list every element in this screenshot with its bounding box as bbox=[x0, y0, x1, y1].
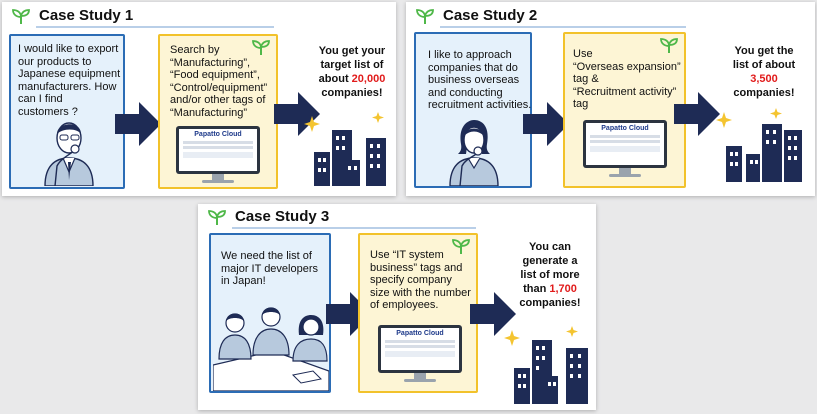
sprout-logo-icon bbox=[252, 40, 270, 55]
arrow-right-icon bbox=[470, 292, 516, 336]
result-count: 20,000 bbox=[351, 73, 386, 85]
arrow-right-icon bbox=[523, 102, 569, 146]
sprout-logo-icon bbox=[416, 8, 434, 24]
result-text: You can generate a list of more than 1,7… bbox=[519, 241, 581, 309]
sprout-logo-icon bbox=[12, 8, 30, 24]
laptop-screen-icon: Papatto Cloud bbox=[583, 120, 667, 178]
search-action-text: Use “IT system business” tags and specif… bbox=[370, 249, 471, 311]
case-study-1-title: Case Study 1 bbox=[39, 7, 134, 24]
thinking-woman-icon bbox=[449, 120, 499, 186]
case-study-3-title: Case Study 3 bbox=[235, 208, 330, 225]
case-study-3-heading: Case Study 3 bbox=[206, 208, 329, 225]
search-action-box: Use “IT system business” tags and specif… bbox=[358, 233, 478, 393]
sprout-logo-icon bbox=[660, 38, 678, 53]
customer-need-box: I would like to export our products to J… bbox=[9, 34, 125, 189]
sprout-logo-icon bbox=[208, 209, 226, 225]
laptop-screen-icon: Papatto Cloud bbox=[176, 126, 260, 184]
title-underline bbox=[232, 227, 476, 229]
arrow-right-icon bbox=[115, 102, 161, 146]
search-action-box: Use “Overseas expansion” tag & “Recruitm… bbox=[563, 32, 686, 188]
app-logo-text: Papatto Cloud bbox=[194, 131, 242, 138]
customer-need-text: I like to approach companies that do bus… bbox=[428, 49, 532, 111]
office-buildings-icon bbox=[716, 108, 802, 182]
case-study-1-heading: Case Study 1 bbox=[10, 7, 133, 24]
office-buildings-icon bbox=[504, 326, 588, 404]
thinking-man-icon bbox=[44, 122, 94, 186]
search-action-box: Search by “Manufacturing”, “Food equipme… bbox=[158, 34, 278, 189]
customer-need-box: We need the list of major IT developers … bbox=[209, 233, 331, 393]
app-logo-text: Papatto Cloud bbox=[396, 330, 444, 337]
search-action-text: Search by “Manufacturing”, “Food equipme… bbox=[170, 44, 268, 119]
case-study-3-card: Case Study 3 We need the list of major I… bbox=[198, 204, 596, 410]
result-count: 3,500 bbox=[750, 73, 778, 85]
result-text: You get the list of about 3,500 companie… bbox=[732, 45, 796, 99]
search-action-text: Use “Overseas expansion” tag & “Recruitm… bbox=[573, 48, 681, 110]
case-study-2-title: Case Study 2 bbox=[443, 7, 538, 24]
result-text: You get your target list of about 20,000… bbox=[318, 45, 386, 99]
laptop-screen-icon: Papatto Cloud bbox=[378, 325, 462, 383]
case-study-1-card: Case Study 1 I would like to export our … bbox=[2, 2, 396, 196]
customer-need-box: I like to approach companies that do bus… bbox=[414, 32, 532, 188]
case-study-2-card: Case Study 2 I like to approach companie… bbox=[406, 2, 815, 196]
title-underline bbox=[440, 26, 686, 28]
team-meeting-icon bbox=[213, 307, 329, 391]
title-underline bbox=[36, 26, 274, 28]
result-count: 1,700 bbox=[549, 283, 577, 295]
sprout-logo-icon bbox=[452, 239, 470, 254]
arrow-right-icon bbox=[674, 92, 720, 136]
customer-need-text: We need the list of major IT developers … bbox=[221, 250, 319, 287]
case-study-2-heading: Case Study 2 bbox=[414, 7, 537, 24]
customer-need-text: I would like to export our products to J… bbox=[18, 43, 121, 118]
app-logo-text: Papatto Cloud bbox=[601, 125, 649, 132]
office-buildings-icon bbox=[304, 112, 386, 186]
